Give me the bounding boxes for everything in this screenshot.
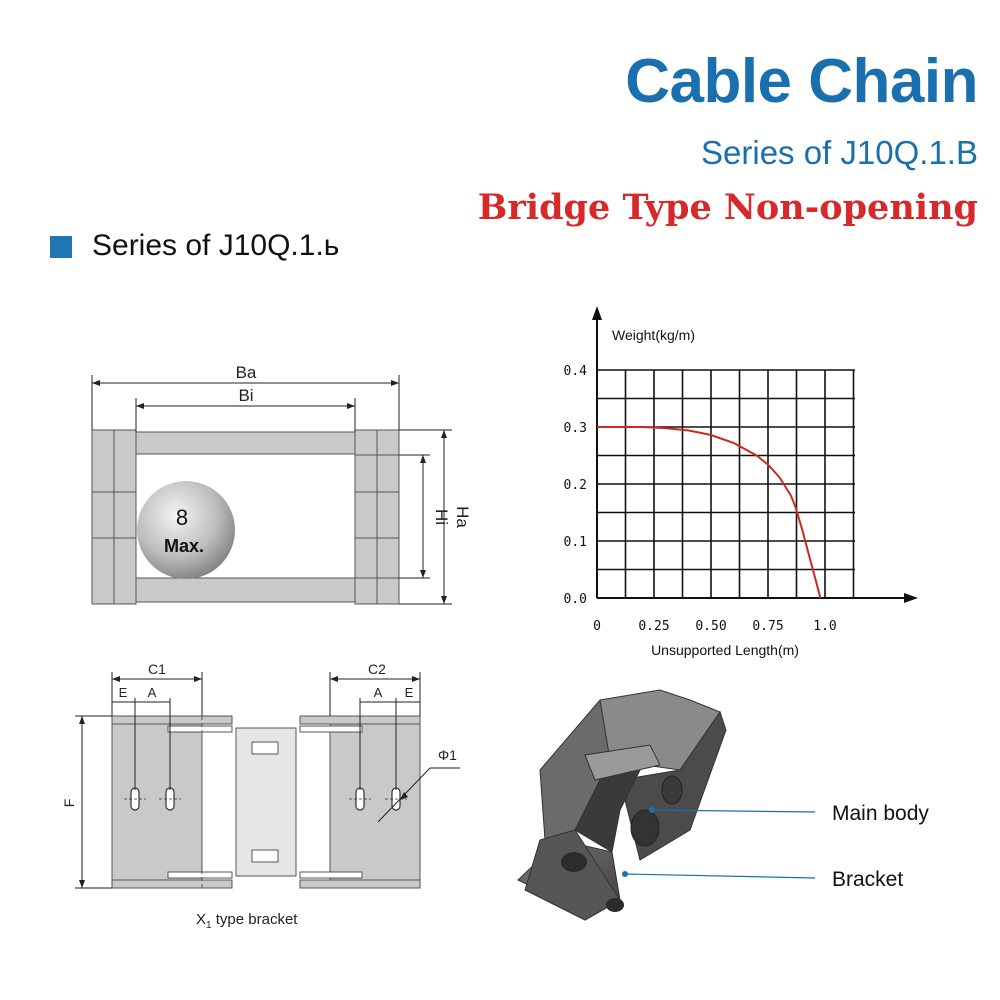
dim-e-right-label: E: [405, 685, 414, 700]
dim-ha-label: Ha: [453, 506, 472, 528]
chart-xlabel: Unsupported Length(m): [651, 642, 799, 658]
dim-phi-label: Φ1: [438, 747, 457, 763]
dim-c2-label: C2: [368, 661, 386, 677]
weight-chart: 0.0 0.1 0.2 0.3 0.4 0 0.25 0.50 0.75 1.0 Weight(k…: [564, 306, 918, 658]
y-tick-label: 0.3: [564, 421, 587, 436]
weight-curve: [597, 426, 822, 599]
main-body-label: Main body: [832, 802, 929, 825]
y-tick-label: 0.1: [564, 535, 587, 550]
dim-a-left-label: A: [148, 685, 157, 700]
bottom-crossbar: [135, 577, 356, 603]
dim-e-left-label: E: [119, 685, 128, 700]
chain-type-title: Bridge Type Non-opening: [477, 187, 978, 228]
bracket-right-block: [329, 719, 421, 889]
dim-c1-label: C1: [148, 661, 166, 677]
left-inner-plate: [113, 429, 137, 605]
dim-hi-label: Hi: [432, 509, 451, 525]
ball-max-label: Max.: [164, 536, 204, 556]
bracket-diagram: C1 C2 E A A E F Φ1 X1 type bracket: [61, 661, 460, 931]
bracket-left-block: [111, 719, 203, 889]
section-heading: Series of J10Q.1.ь: [92, 229, 340, 262]
ball-max-value: 8: [176, 505, 188, 530]
x-tick-label: 0.50: [695, 619, 726, 634]
bracket-caption: X1 type bracket: [196, 911, 298, 931]
top-crossbar: [135, 431, 356, 455]
y-tick-label: 0.4: [564, 364, 588, 379]
max-cable-ball: [137, 481, 235, 579]
cross-section-diagram: 8 Max. Ba Bi Ha Hi: [91, 363, 472, 605]
dim-bi-label: Bi: [238, 386, 253, 405]
chart-ylabel: Weight(kg/m): [612, 327, 695, 343]
x-tick-label: 0.25: [638, 619, 669, 634]
dim-ba-label: Ba: [236, 363, 257, 382]
section-bullet-square: [50, 236, 72, 258]
series-subtitle: Series of J10Q.1.B: [701, 134, 978, 171]
y-axis-arrow: [592, 306, 602, 320]
main-body-leader: [651, 809, 816, 813]
chart-axes: [596, 318, 905, 599]
bracket-label: Bracket: [832, 868, 903, 891]
chain-link-illustration: Main body Bracket: [517, 689, 929, 921]
left-outer-plate: [91, 429, 115, 605]
page-title: Cable Chain: [625, 47, 978, 116]
y-tick-label: 0.2: [564, 478, 587, 493]
right-outer-plate: [376, 429, 400, 605]
x-tick-label: 1.0: [813, 619, 836, 634]
chain-link-body: [517, 689, 727, 921]
y-tick-label: 0.0: [564, 592, 587, 607]
chart-grid: [596, 369, 855, 599]
dim-a-right-label: A: [374, 685, 383, 700]
x-tick-label: 0: [593, 619, 601, 634]
bracket-leader: [624, 873, 816, 879]
x-tick-label: 0.75: [752, 619, 783, 634]
x-axis-arrow: [904, 593, 918, 603]
dim-f-label: F: [61, 799, 77, 808]
